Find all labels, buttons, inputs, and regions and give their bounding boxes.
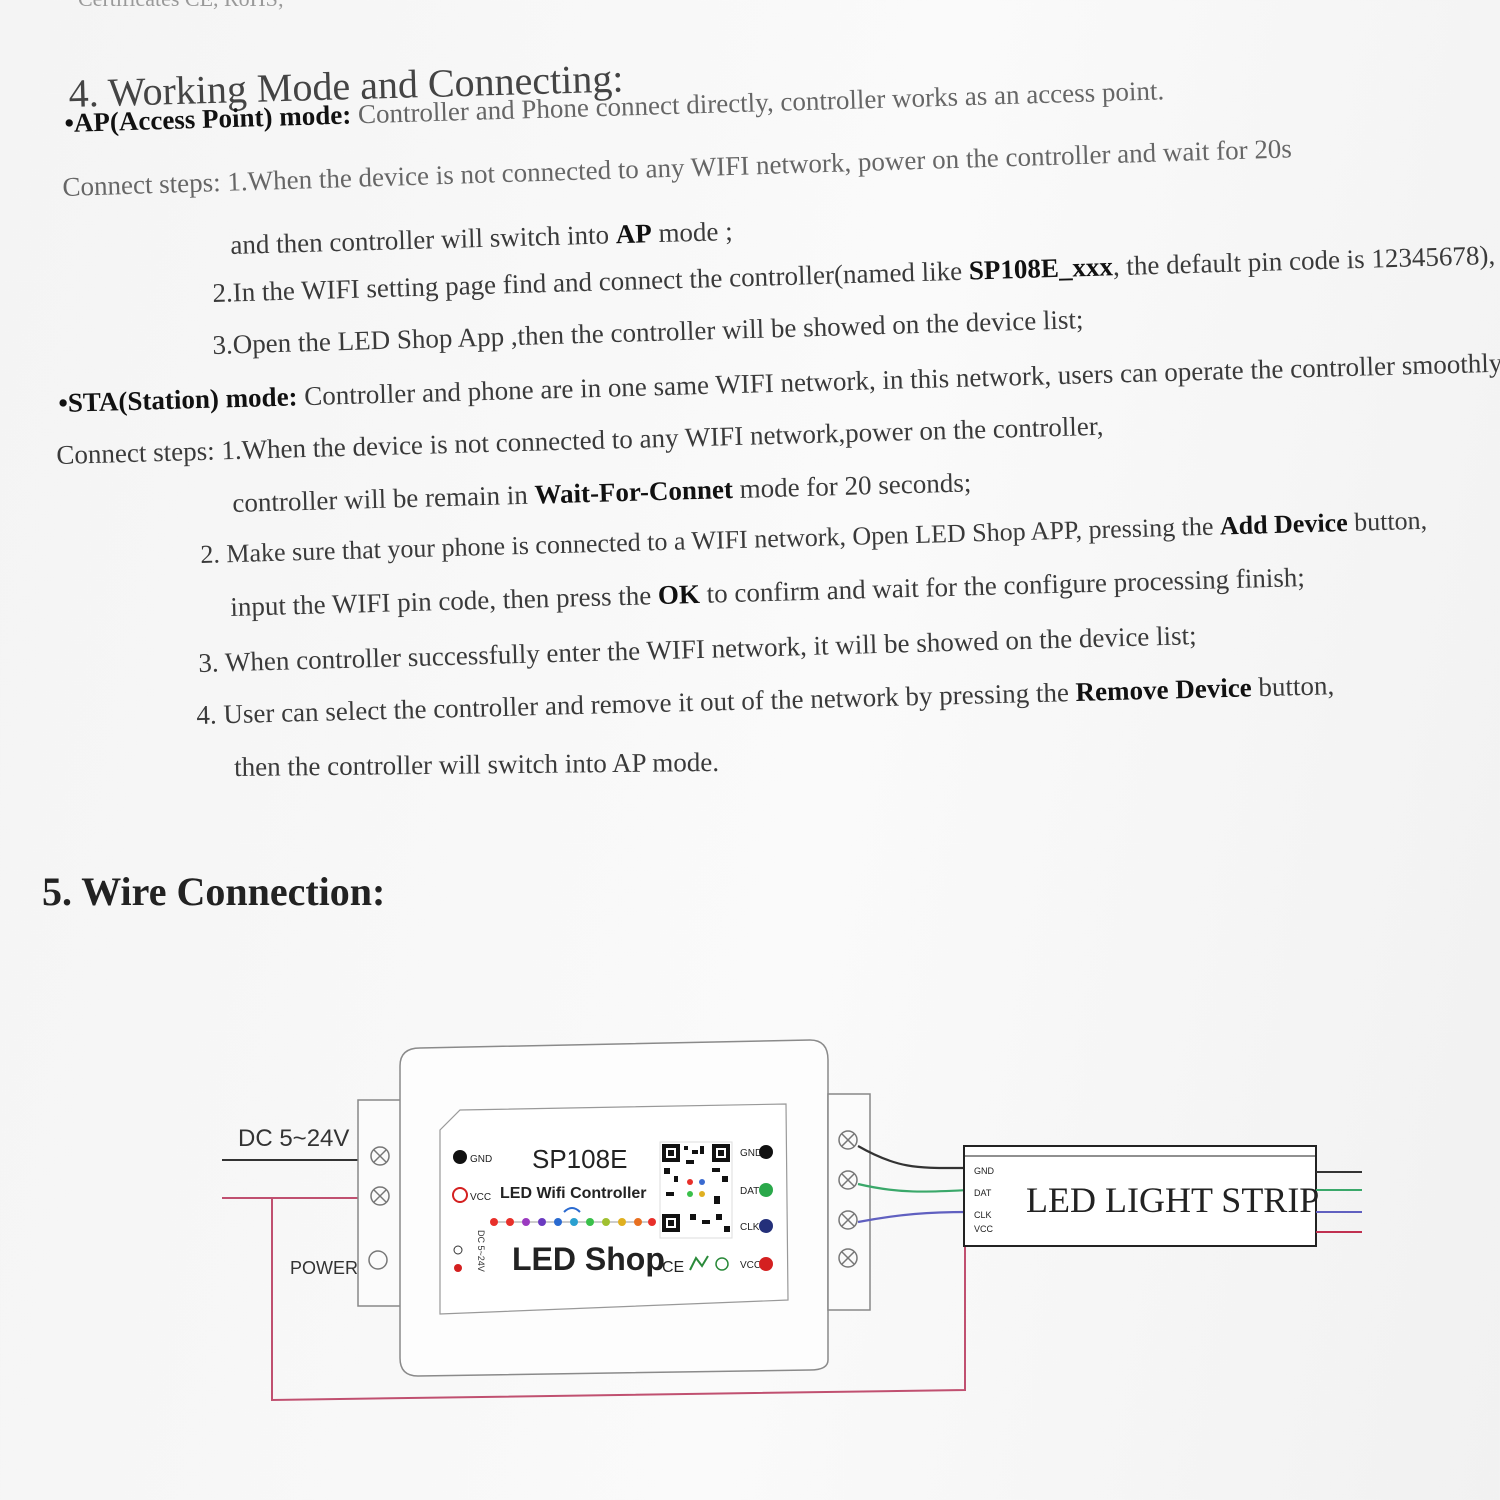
qr-code-icon: [659, 1141, 733, 1239]
strip-pin-dat: DAT: [974, 1188, 992, 1198]
rcm-mark-icon: [689, 1255, 709, 1271]
dc-label: DC 5~24V: [238, 1125, 349, 1152]
gnd-wire: [857, 1145, 969, 1170]
led-chain-icon: [490, 1207, 656, 1226]
power2-port-icon: [368, 1250, 388, 1270]
terminal-screw-icon: [838, 1130, 858, 1150]
left-terminal-block: [357, 1099, 405, 1307]
controller-label-panel: [439, 1103, 789, 1315]
clk-wire: [857, 1210, 969, 1224]
terminal-screw-icon: [370, 1186, 390, 1206]
ctrl-left-pin-gnd: GND: [470, 1154, 492, 1165]
cert-marks: CE: [662, 1259, 684, 1276]
dat-wire: [857, 1182, 969, 1193]
strip-pin-gnd: GND: [974, 1166, 995, 1176]
controller-brand: LED Shop: [512, 1241, 665, 1277]
terminal-screw-icon: [370, 1146, 390, 1166]
gnd-dot-icon: [453, 1150, 467, 1164]
ctrl-dat-dot-icon: [759, 1183, 773, 1197]
ctrl-right-pin-gnd: GND: [740, 1148, 762, 1159]
vcc-dot-icon: [452, 1187, 468, 1203]
ctrl-left-pin-vcc: VCC: [470, 1192, 491, 1203]
strip-pin-vcc: VCC: [974, 1224, 994, 1234]
power2-label: POWER2: [290, 1258, 368, 1278]
terminal-screw-icon: [838, 1170, 858, 1190]
power2-wire: [271, 1198, 966, 1402]
terminal-screw-icon: [838, 1210, 858, 1230]
led-strip-body: [963, 1145, 1317, 1247]
ctrl-right-pin-vcc: VCC: [740, 1260, 761, 1271]
ctrl-right-pin-clk: CLK: [740, 1222, 760, 1233]
ctrl-clk-dot-icon: [759, 1219, 773, 1233]
right-terminal-block: [827, 1093, 871, 1311]
ctrl-right-pin-dat: DAT: [740, 1186, 759, 1197]
recycle-icon: [715, 1257, 729, 1271]
ctrl-vcc-dot-icon: [759, 1257, 773, 1271]
section5-heading: 5. Wire Connection:: [42, 869, 386, 914]
strip-label: LED LIGHT STRIP: [1026, 1180, 1319, 1220]
top-cut-text: Certificates CE, RoHS;: [78, 0, 284, 12]
controller-voltage: DC 5~24V: [476, 1230, 486, 1272]
ctrl-gnd-dot-icon: [759, 1145, 773, 1159]
terminal-screw-icon: [838, 1248, 858, 1268]
strip-pin-clk: CLK: [974, 1210, 992, 1220]
controller-model: SP108E: [532, 1144, 627, 1174]
controller-subtitle: LED Wifi Controller: [500, 1185, 647, 1202]
power-port-icon: [453, 1245, 463, 1272]
